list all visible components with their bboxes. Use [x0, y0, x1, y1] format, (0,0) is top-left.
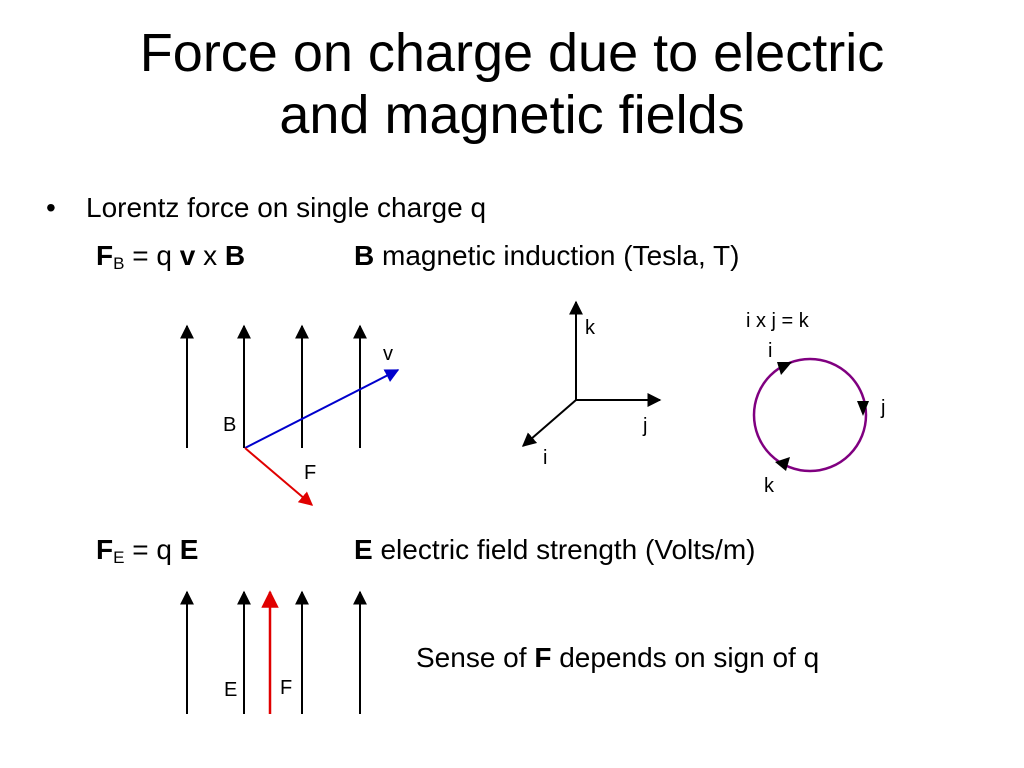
cycle-label-j: j — [880, 397, 885, 419]
coordinate-axes-diagram: k j i — [521, 300, 662, 469]
label-b: B — [223, 414, 236, 436]
eq-f-subscript: B — [113, 254, 125, 273]
bullet-text: Lorentz force on single charge q — [86, 192, 487, 223]
desc-e-text: electric field strength (Volts/m) — [372, 534, 756, 565]
label-v: v — [383, 343, 393, 365]
velocity-vector — [244, 369, 400, 449]
slide-title-line-1: Force on charge due to electric — [139, 23, 885, 83]
cycle-caption: i x j = k — [746, 310, 810, 332]
eq-v-symbol: v — [179, 240, 196, 271]
axis-label-k: k — [585, 317, 596, 339]
eq-mid-2: x — [195, 240, 225, 271]
axis-label-j: j — [642, 415, 647, 437]
eq-e-symbol: E — [179, 534, 199, 565]
label-e: E — [224, 679, 237, 701]
sense-f-symbol: F — [534, 642, 552, 673]
desc-e-symbol: E — [354, 534, 373, 565]
eq-fe-subscript: E — [113, 548, 125, 567]
eq-f-symbol: F — [96, 240, 114, 271]
bullet-lorentz: • Lorentz force on single charge q — [46, 190, 486, 226]
label-f-electric: F — [280, 677, 292, 699]
bullet-symbol: • — [46, 192, 56, 223]
eq-mid-1: = q — [124, 240, 180, 271]
cycle-circle — [752, 357, 868, 473]
magnetic-induction-description: B magnetic induction (Tesla, T) — [354, 238, 739, 274]
cycle-arrow-k — [775, 457, 790, 471]
cross-product-cycle-diagram: i x j = k i j k — [746, 310, 885, 497]
eq-fe-mid: = q — [124, 534, 180, 565]
axis-i — [521, 399, 577, 447]
slide-title: Force on charge due to electric and magn… — [0, 22, 1024, 146]
cycle-arrow-i — [777, 362, 792, 375]
force-vector — [244, 447, 314, 506]
sense-post: depends on sign of q — [551, 642, 820, 673]
axis-label-i: i — [543, 447, 547, 469]
magnetic-field-diagram: B v F — [180, 324, 400, 506]
sense-note: Sense of F depends on sign of q — [416, 640, 819, 676]
cycle-label-i: i — [768, 340, 772, 362]
cycle-label-k: k — [764, 475, 775, 497]
electric-field-description: E electric field strength (Volts/m) — [354, 532, 756, 568]
sense-pre: Sense of — [416, 642, 535, 673]
magnetic-force-equation: FB = q v x B — [96, 238, 245, 274]
electric-field-diagram: E F — [180, 590, 367, 714]
label-f-magnetic: F — [304, 462, 316, 484]
slide-title-line-2: and magnetic fields — [279, 85, 745, 145]
desc-b-symbol: B — [354, 240, 375, 271]
eq-fe-symbol: F — [96, 534, 114, 565]
electric-force-equation: FE = q E — [96, 532, 198, 568]
cycle-arrow-j — [857, 401, 869, 416]
eq-b-symbol: B — [224, 240, 246, 271]
desc-b-text: magnetic induction (Tesla, T) — [374, 240, 740, 271]
